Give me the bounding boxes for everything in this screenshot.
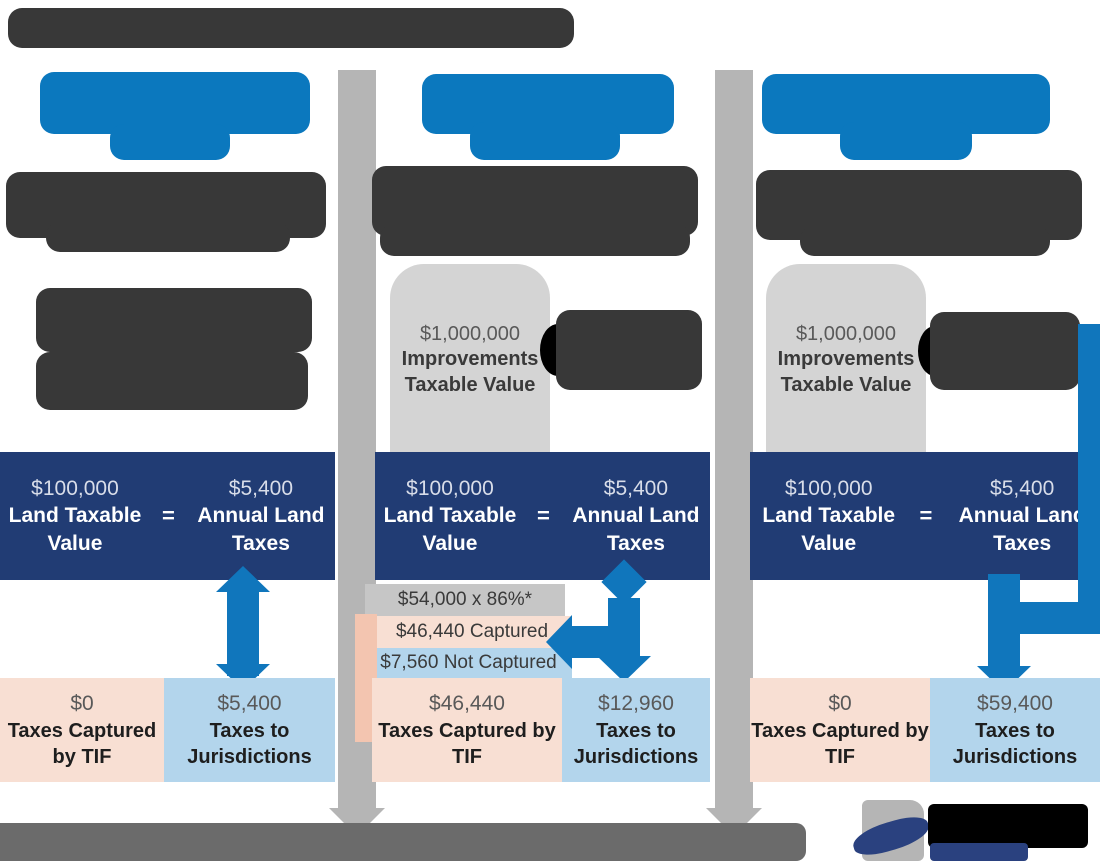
- col-2-equals-sign: =: [536, 503, 550, 528]
- col-1-annual-tax-value: $5,400 Annual Land Taxes: [187, 475, 335, 557]
- col-2-band-not-captured: $7,560 Not Captured: [365, 648, 572, 678]
- title-redaction: [8, 8, 574, 48]
- col-1-land-label: Land Taxable Value: [8, 504, 142, 555]
- col-3-improvements-box: $1,000,000 Improvements Taxable Value: [766, 264, 926, 456]
- col-3-juris-label: Taxes to Jurisdictions: [952, 719, 1078, 768]
- col-1-captured-amount: $0: [70, 692, 94, 716]
- col-3-land-label: Land Taxable Value: [762, 504, 896, 555]
- col-2-land-tax-band: $100,000 Land Taxable Value = $5,400 Ann…: [375, 452, 710, 580]
- col-2-jurisdictions-box: $12,960 Taxes to Jurisdictions: [562, 678, 710, 782]
- col-2-land-amount: $100,000: [406, 477, 494, 501]
- col-3-land-tax-band: $100,000 Land Taxable Value = $5,400 Ann…: [750, 452, 1100, 580]
- col-2-juris-amount: $12,960: [598, 692, 674, 716]
- col-2-improvements-label: Improvements Taxable Value: [401, 348, 539, 396]
- col-1-juris-label: Taxes to Jurisdictions: [187, 719, 312, 768]
- col-3-body-redaction-line2: [800, 226, 1050, 256]
- col-1-land-tax-band: $100,000 Land Taxable Value = $5,400 Ann…: [0, 452, 335, 580]
- col-2-captured-label: Taxes Captured by TIF: [378, 719, 556, 768]
- col-1-jurisdictions-box: $5,400 Taxes to Jurisdictions: [164, 678, 335, 782]
- col-2-improvements-amount: $1,000,000: [419, 322, 521, 345]
- logo-tagline-redaction: [930, 843, 1028, 861]
- col-3-annual-label: Annual Land Taxes: [958, 504, 1086, 555]
- col-2-band-captured: $46,440 Captured: [372, 616, 572, 648]
- col-2-heading-redaction-line2: [470, 122, 620, 160]
- col-1-body-redaction-line2: [46, 222, 290, 252]
- col-3-equals-sign: =: [919, 503, 933, 528]
- col-1-land-value: $100,000 Land Taxable Value: [0, 475, 150, 557]
- col-3-land-value: $100,000 Land Taxable Value: [750, 475, 907, 557]
- col-1-juris-amount: $5,400: [217, 692, 282, 716]
- col-2-body-redaction-line2: [380, 224, 690, 256]
- col-1-captured-label: Taxes Captured by TIF: [7, 719, 157, 768]
- col-2-improvements-box: $1,000,000 Improvements Taxable Value: [390, 264, 550, 456]
- col-3-annual-amount: $5,400: [990, 477, 1055, 501]
- col-2-arrow-left-icon: [546, 615, 572, 669]
- col-3-juris-amount: $59,400: [977, 692, 1053, 716]
- col-2-juris-label: Taxes to Jurisdictions: [573, 719, 699, 768]
- col-3-captured-amount: $0: [828, 692, 852, 716]
- col-1-arrow-up-icon: [216, 566, 270, 592]
- col-3-captured-box: $0 Taxes Captured by TIF: [750, 678, 930, 782]
- column-divider-right: [706, 70, 762, 836]
- col-3-side-redaction: [930, 312, 1080, 390]
- col-3-bracket-right-vertical: [1078, 324, 1100, 618]
- col-2-land-label: Land Taxable Value: [383, 504, 517, 555]
- col-2-band-captured-text: $46,440 Captured: [395, 621, 549, 642]
- col-2-arrow-shaft-horizontal: [572, 626, 624, 658]
- col-2-captured-amount: $46,440: [429, 692, 505, 716]
- col-2-annual-tax-value: $5,400 Annual Land Taxes: [562, 475, 710, 557]
- col-2-peach-tab: [355, 614, 377, 742]
- col-1-captured-box: $0 Taxes Captured by TIF: [0, 678, 164, 782]
- col-3-improvements-label: Improvements Taxable Value: [777, 348, 915, 396]
- col-2-arrow-down-icon: [597, 656, 651, 682]
- col-2-captured-box: $46,440 Taxes Captured by TIF: [372, 678, 562, 782]
- col-3-captured-label: Taxes Captured by TIF: [751, 719, 929, 768]
- logo-wordmark-redaction: [928, 804, 1088, 848]
- col-1-equals-sign: =: [161, 503, 175, 528]
- col-1-arrow-shaft: [227, 590, 259, 676]
- col-3-improvements-amount: $1,000,000: [795, 322, 897, 345]
- col-2-band-gross: $54,000 x 86%*: [365, 584, 565, 616]
- footnote-redaction-bar: [0, 823, 806, 861]
- col-2-band-gross-text: $54,000 x 86%*: [397, 589, 533, 610]
- col-2-annual-label: Annual Land Taxes: [572, 504, 700, 555]
- col-2-annual-amount: $5,400: [603, 477, 669, 501]
- col-1-heading-redaction-line2: [110, 124, 230, 160]
- col-2-side-redaction: [556, 310, 702, 390]
- col-3-jurisdictions-box: $59,400 Taxes to Jurisdictions: [930, 678, 1100, 782]
- col-2-band-not-captured-text: $7,560 Not Captured: [380, 652, 557, 673]
- col-1-note-redaction-line2: [36, 352, 308, 410]
- col-1-land-amount: $100,000: [31, 477, 119, 501]
- col-3-land-amount: $100,000: [784, 477, 873, 501]
- col-1-annual-label: Annual Land Taxes: [197, 504, 325, 555]
- col-1-note-redaction: [36, 288, 312, 352]
- col-3-heading-redaction-line2: [840, 122, 972, 160]
- col-2-land-value: $100,000 Land Taxable Value: [375, 475, 525, 557]
- col-1-annual-amount: $5,400: [228, 477, 294, 501]
- col-1-heading-redaction: [40, 72, 310, 134]
- col-3-bracket-left-vertical: [988, 574, 1020, 674]
- col-3-annual-tax-value: $5,400 Annual Land Taxes: [944, 475, 1100, 557]
